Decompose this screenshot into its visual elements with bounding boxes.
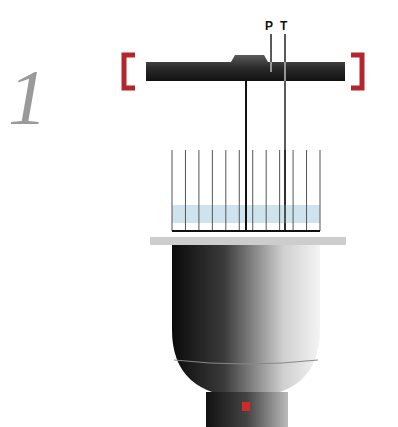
cell-divider — [266, 150, 267, 231]
right-bracket — [351, 55, 362, 88]
base-stem — [206, 392, 288, 427]
lid-disk — [146, 55, 345, 81]
t-wire-front — [284, 150, 286, 230]
cell-divider — [252, 150, 253, 231]
cell-divider — [306, 150, 307, 231]
cell-divider — [185, 150, 186, 231]
t-wire-inset — [284, 62, 286, 81]
cell-divider — [279, 150, 280, 231]
t-wire — [284, 34, 286, 230]
left-bracket — [124, 55, 135, 88]
cell-divider — [225, 150, 226, 231]
cell-divider — [212, 150, 213, 231]
temperature-label: T — [280, 20, 287, 32]
base-bowl — [172, 245, 320, 398]
cell-divider — [320, 150, 321, 231]
pressure-label: P — [265, 20, 273, 32]
cell-divider — [239, 150, 240, 231]
cell-divider — [172, 150, 173, 231]
cell-divider — [198, 150, 199, 231]
cell-divider — [293, 150, 294, 231]
figure-number: 1 — [8, 58, 47, 136]
p-wire-inset — [270, 62, 272, 72]
indicator-light — [242, 402, 250, 411]
centre-rod-front — [245, 81, 247, 230]
bowl-seam — [174, 360, 318, 364]
plate — [150, 237, 346, 245]
rack-base — [172, 230, 320, 232]
centre-rod — [245, 81, 247, 230]
